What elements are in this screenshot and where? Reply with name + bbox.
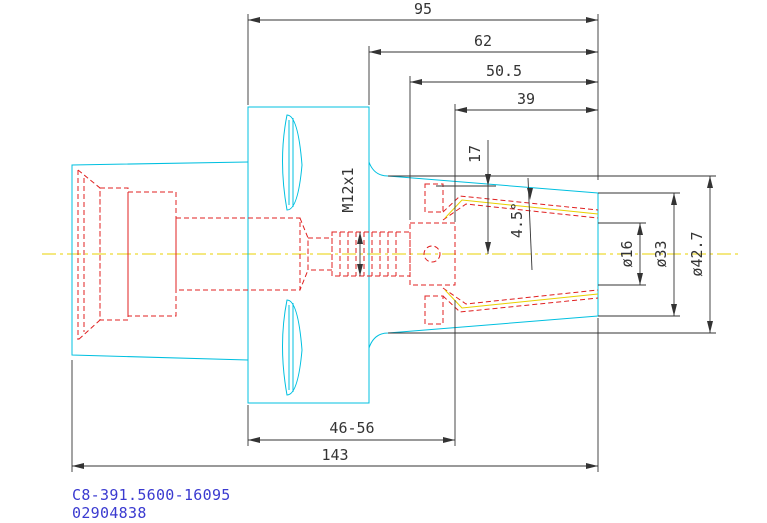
internal-bore-hidden bbox=[77, 169, 599, 341]
collet-outline bbox=[444, 199, 599, 309]
dim-angle: 4.5° bbox=[508, 202, 526, 238]
dim-dia16: ø16 bbox=[618, 240, 636, 267]
holder-outline bbox=[71, 106, 599, 404]
dimension-lines bbox=[71, 14, 716, 472]
dim-thread: M12x1 bbox=[339, 167, 357, 212]
dim-range: 46-56 bbox=[329, 419, 374, 437]
dim-50-5: 50.5 bbox=[486, 62, 522, 80]
dim-overall-top: 95 bbox=[414, 0, 432, 18]
dim-dia33: ø33 bbox=[652, 240, 670, 267]
part-number: C8-391.5600-16095 bbox=[72, 486, 231, 504]
dim-overall-bottom: 143 bbox=[321, 446, 348, 464]
dim-dia42-7: ø42.7 bbox=[688, 231, 706, 276]
dim-39: 39 bbox=[517, 90, 535, 108]
dim-62: 62 bbox=[474, 32, 492, 50]
item-code: 02904838 bbox=[72, 504, 147, 522]
dim-17: 17 bbox=[466, 145, 484, 163]
